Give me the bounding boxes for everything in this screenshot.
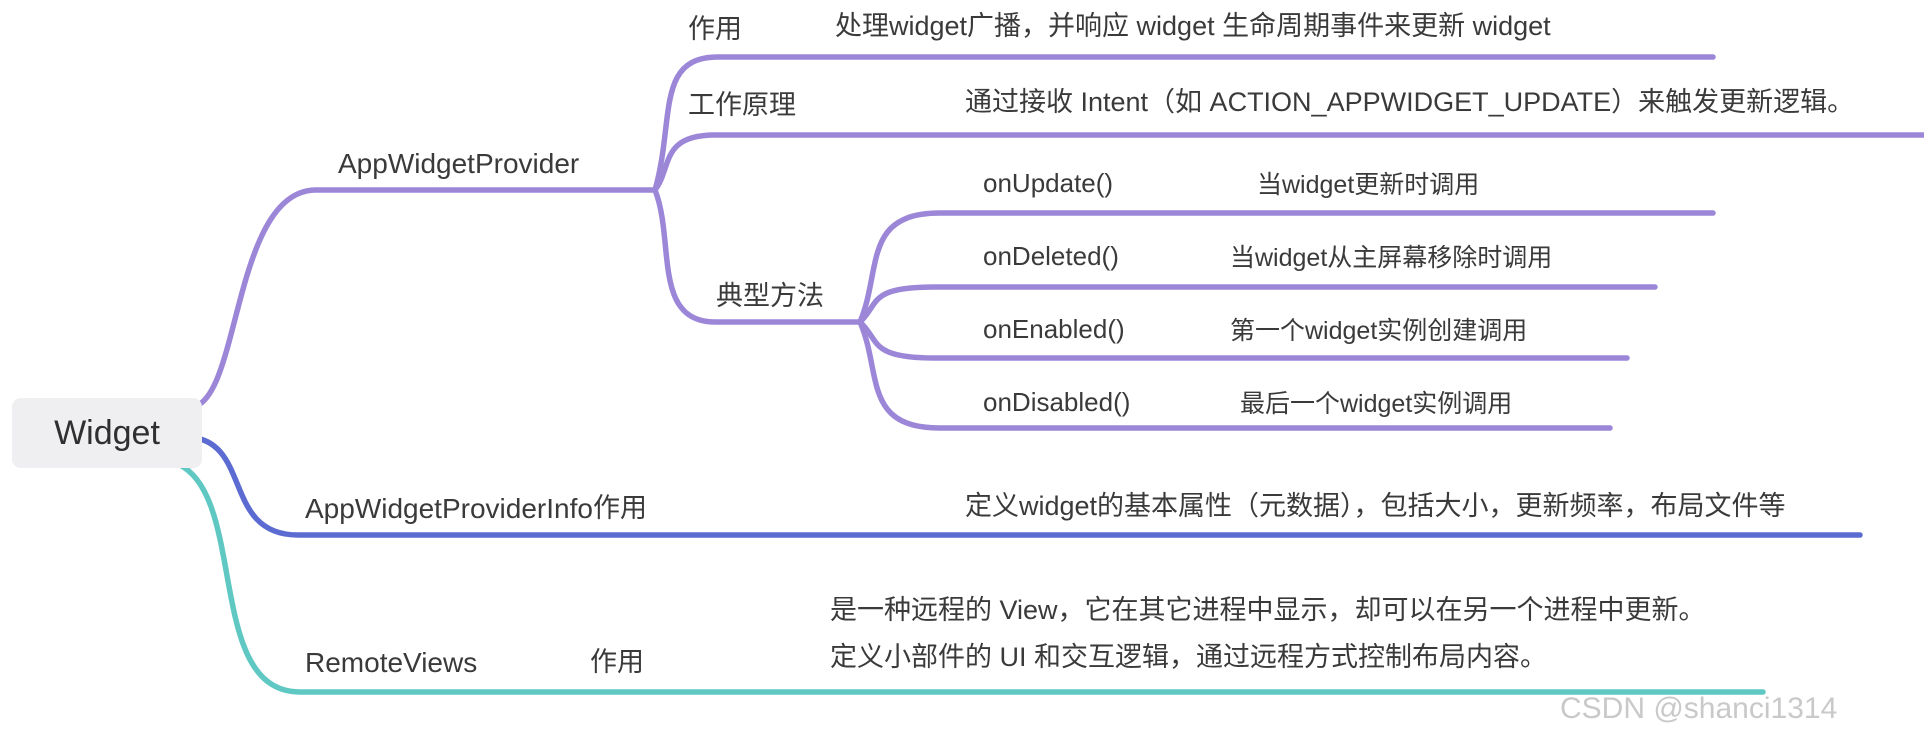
root-node-label: Widget (54, 413, 160, 452)
node-appwidgetproviderinfo-zuoyong-label[interactable]: 作用 (593, 493, 647, 523)
node-remoteviews[interactable]: RemoteViews (305, 647, 478, 678)
connector-dianxingfangfa-to-ondisabled (857, 319, 1613, 431)
node-ondisabled-desc[interactable]: 最后一个widget实例调用 (1240, 390, 1513, 418)
node-remoteviews-zuoyong-desc[interactable]: 是一种远程的 View，它在其它进程中显示，却可以在另一个进程中更新。定义小部件… (830, 595, 1706, 672)
connector-appwidgetprovider-to-gongzuoyuanli (652, 132, 1924, 193)
node-appwidgetprovider-zuoyong-desc[interactable]: 处理widget广播，并响应 widget 生命周期事件来更新 widget (835, 11, 1551, 41)
node-gongzuoyuanli-label[interactable]: 工作原理 (688, 90, 796, 120)
node-appwidgetproviderinfo[interactable]: AppWidgetProviderInfo (305, 493, 593, 524)
connector-dianxingfangfa-to-onenabled (857, 319, 1630, 361)
connector-dianxingfangfa-to-onupdate (857, 210, 1716, 325)
node-dianxingfangfa-label[interactable]: 典型方法 (716, 281, 824, 311)
node-appwidgetproviderinfo-zuoyong-desc[interactable]: 定义widget的基本属性（元数据），包括大小，更新频率，布局文件等 (965, 491, 1786, 521)
node-onupdate-name[interactable]: onUpdate() (983, 168, 1114, 198)
node-ondeleted-name[interactable]: onDeleted() (983, 241, 1119, 271)
node-remoteviews-zuoyong-label[interactable]: 作用 (590, 647, 644, 677)
root-node-widget[interactable]: Widget (12, 398, 202, 468)
node-onenabled-desc[interactable]: 第一个widget实例创建调用 (1230, 317, 1528, 345)
connector-root-to-appwidgetprovider (193, 187, 658, 409)
node-appwidgetprovider[interactable]: AppWidgetProvider (338, 148, 580, 179)
node-ondeleted-desc[interactable]: 当widget从主屏幕移除时调用 (1230, 244, 1553, 272)
node-onenabled-name[interactable]: onEnabled() (983, 314, 1125, 344)
node-ondisabled-name[interactable]: onDisabled() (983, 387, 1131, 417)
csdn-watermark: CSDN @shanci1314 (1560, 692, 1838, 725)
connector-root-to-appwidgetproviderinfo (193, 435, 1863, 538)
node-appwidgetprovider-zuoyong-label[interactable]: 作用 (688, 14, 742, 44)
connector-dianxingfangfa-to-ondeleted (857, 284, 1658, 325)
node-gongzuoyuanli-desc[interactable]: 通过接收 Intent（如 ACTION_APPWIDGET_UPDATE）来触… (965, 87, 1855, 117)
connector-appwidgetprovider-to-dianxingfangfa (652, 187, 863, 325)
connector-appwidgetprovider-to-zuoyong (652, 54, 1716, 193)
connector-root-to-remoteviews (175, 461, 1766, 695)
node-onupdate-desc[interactable]: 当widget更新时调用 (1257, 171, 1480, 199)
